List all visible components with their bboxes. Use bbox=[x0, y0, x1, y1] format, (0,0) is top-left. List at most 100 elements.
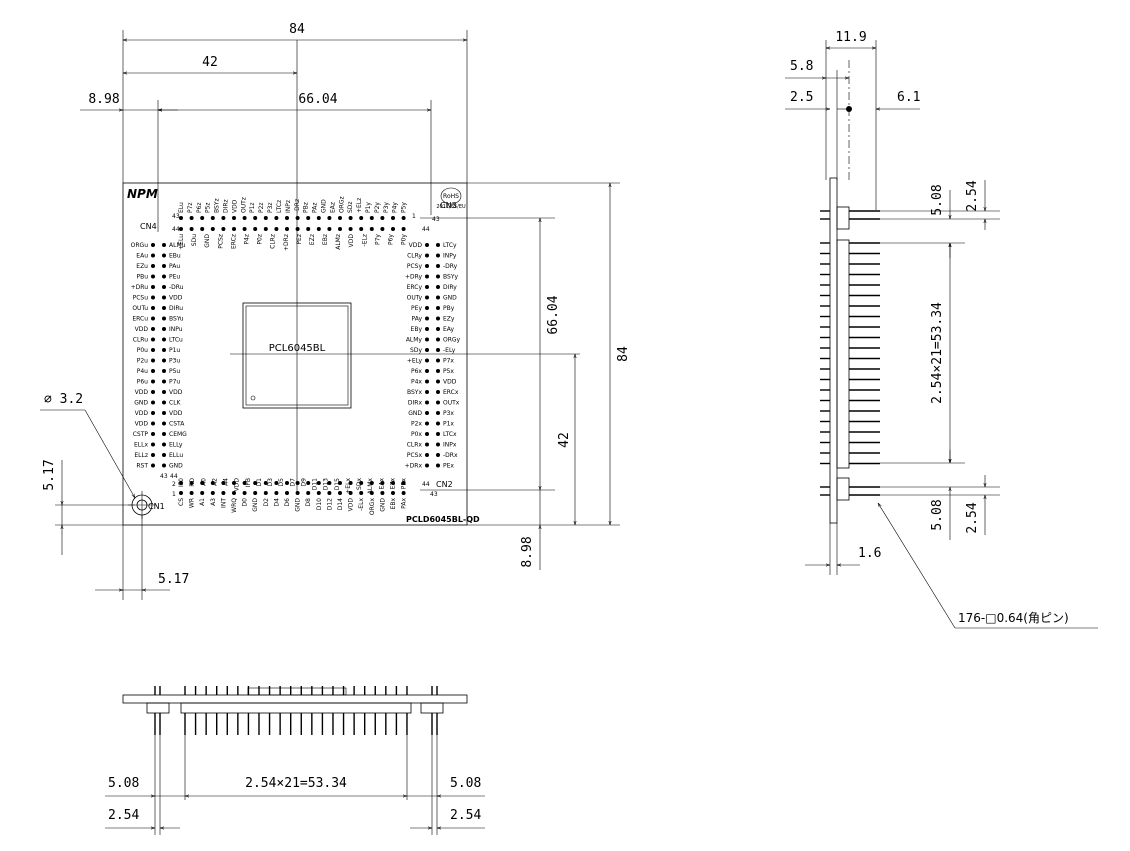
pin-label: D10 bbox=[316, 498, 323, 510]
pin-label: ALMz bbox=[335, 234, 342, 250]
pin-label: +ELz bbox=[356, 198, 363, 213]
pin-label: P5u bbox=[169, 368, 180, 375]
chip-label: PCL6045BL bbox=[269, 343, 326, 354]
pin-column-right: VDDCLRyPCSy+DRyERCyOUTyPEyPAyEByALMySDy+… bbox=[405, 242, 461, 470]
pin-label: OUTx bbox=[443, 400, 460, 407]
pin-label: ELLy bbox=[169, 442, 183, 449]
pin-dot bbox=[425, 274, 429, 279]
dim-b: 2.5 bbox=[790, 90, 813, 105]
cn2-label: CN2 bbox=[436, 480, 453, 489]
bottom-dim-left-b: 2.54 bbox=[108, 808, 139, 823]
pin-dot bbox=[436, 442, 440, 447]
pin-dot bbox=[232, 481, 236, 485]
pin-dot bbox=[151, 390, 155, 394]
pin-label: P7z bbox=[187, 202, 194, 213]
pin-dot bbox=[189, 491, 194, 495]
dim-half-width: 42 bbox=[202, 55, 218, 70]
bottom-board bbox=[122, 694, 468, 704]
pin-label: P7x bbox=[443, 358, 454, 365]
pin-dot bbox=[232, 216, 236, 220]
pin-label: D8 bbox=[305, 498, 312, 507]
pin-dot bbox=[380, 227, 385, 231]
pin-label: SDy bbox=[410, 347, 422, 354]
pin-dot bbox=[200, 227, 205, 231]
pin-num: 44 bbox=[170, 473, 178, 480]
pin-dot bbox=[436, 337, 440, 342]
pin-dot bbox=[151, 337, 155, 342]
pin-dot bbox=[285, 481, 289, 485]
pin-label: P3x bbox=[443, 410, 454, 417]
pin-dot bbox=[221, 216, 226, 220]
pin-label: BSYy bbox=[443, 274, 458, 281]
pin-dot bbox=[425, 264, 429, 268]
pin-label: +DRu bbox=[131, 284, 149, 291]
pin-label: CSTP bbox=[133, 431, 149, 438]
pin-dot bbox=[151, 285, 155, 289]
pin-label: A3 bbox=[210, 498, 217, 506]
pin-dot bbox=[359, 227, 364, 231]
pin-label: P6z bbox=[196, 202, 203, 213]
pin-dot bbox=[295, 216, 300, 220]
pin-label: VDD bbox=[169, 295, 183, 302]
pin-dot bbox=[200, 216, 205, 220]
pin-dot bbox=[253, 481, 258, 485]
pin-dot bbox=[436, 400, 440, 405]
pin-label: D11 bbox=[312, 478, 319, 490]
pin-label: ELLx bbox=[134, 442, 148, 449]
bottom-dim-right-b: 2.54 bbox=[450, 808, 481, 823]
pin-dot bbox=[327, 227, 332, 231]
pin-label: +ELu bbox=[178, 234, 185, 250]
cn1-label: CN1 bbox=[148, 502, 165, 511]
pin-label: PEz bbox=[296, 234, 303, 245]
pin-dot bbox=[369, 227, 374, 231]
pin-dot bbox=[274, 491, 279, 495]
pin-dot bbox=[425, 453, 429, 457]
pin-label: BSYz bbox=[214, 198, 221, 213]
pin-label: ERCy bbox=[407, 284, 423, 291]
pin-label: D12 bbox=[326, 498, 333, 510]
pin-dot bbox=[162, 274, 166, 279]
pin-label: GND bbox=[443, 295, 457, 302]
pin-dot bbox=[391, 216, 395, 220]
pin-dot bbox=[436, 264, 440, 268]
pin-dot bbox=[285, 216, 289, 220]
pin-label: A2 bbox=[211, 478, 218, 486]
pin-dot bbox=[348, 491, 353, 495]
pin-label: D2 bbox=[263, 498, 270, 507]
pin-dot bbox=[263, 216, 268, 220]
pin-dot bbox=[162, 442, 166, 447]
pin-label: P5y bbox=[401, 202, 408, 213]
pin-dot bbox=[436, 411, 440, 415]
pin-label: D3 bbox=[267, 478, 274, 487]
pin-dot bbox=[151, 453, 155, 457]
pin-label: EZz bbox=[309, 234, 316, 245]
dim-height-total: 84 bbox=[616, 346, 631, 362]
pin-dot bbox=[401, 491, 406, 495]
pin-dot bbox=[274, 216, 279, 220]
pin-label: PAy bbox=[412, 316, 423, 323]
pin-dot bbox=[380, 216, 385, 220]
pin-label: RST bbox=[136, 463, 148, 470]
pin-dot bbox=[436, 285, 440, 289]
pin-dot bbox=[295, 491, 300, 495]
pin-num: 43 bbox=[432, 216, 440, 223]
pin-label: VDD bbox=[135, 410, 149, 417]
pin-label: +DRz bbox=[283, 234, 290, 251]
pin-label: VDD bbox=[348, 498, 355, 512]
pin-label: PEy bbox=[411, 305, 422, 312]
pin-dot bbox=[391, 481, 395, 485]
pin-dot bbox=[151, 358, 155, 363]
pin-label: VDD bbox=[135, 421, 149, 428]
pin-dot bbox=[436, 348, 440, 352]
pin-dot bbox=[338, 227, 342, 231]
pin-label: PAx bbox=[401, 498, 408, 509]
pin-dot bbox=[151, 264, 155, 268]
pin-label: LTCx bbox=[443, 431, 457, 438]
pin-label: CLK bbox=[169, 400, 182, 407]
pin-dot bbox=[425, 390, 429, 394]
pin-dot bbox=[295, 227, 300, 231]
pin-dot bbox=[436, 463, 440, 468]
pin-label: ERCx bbox=[443, 389, 459, 396]
pin-dot bbox=[162, 358, 166, 363]
pin-dot bbox=[151, 348, 155, 352]
